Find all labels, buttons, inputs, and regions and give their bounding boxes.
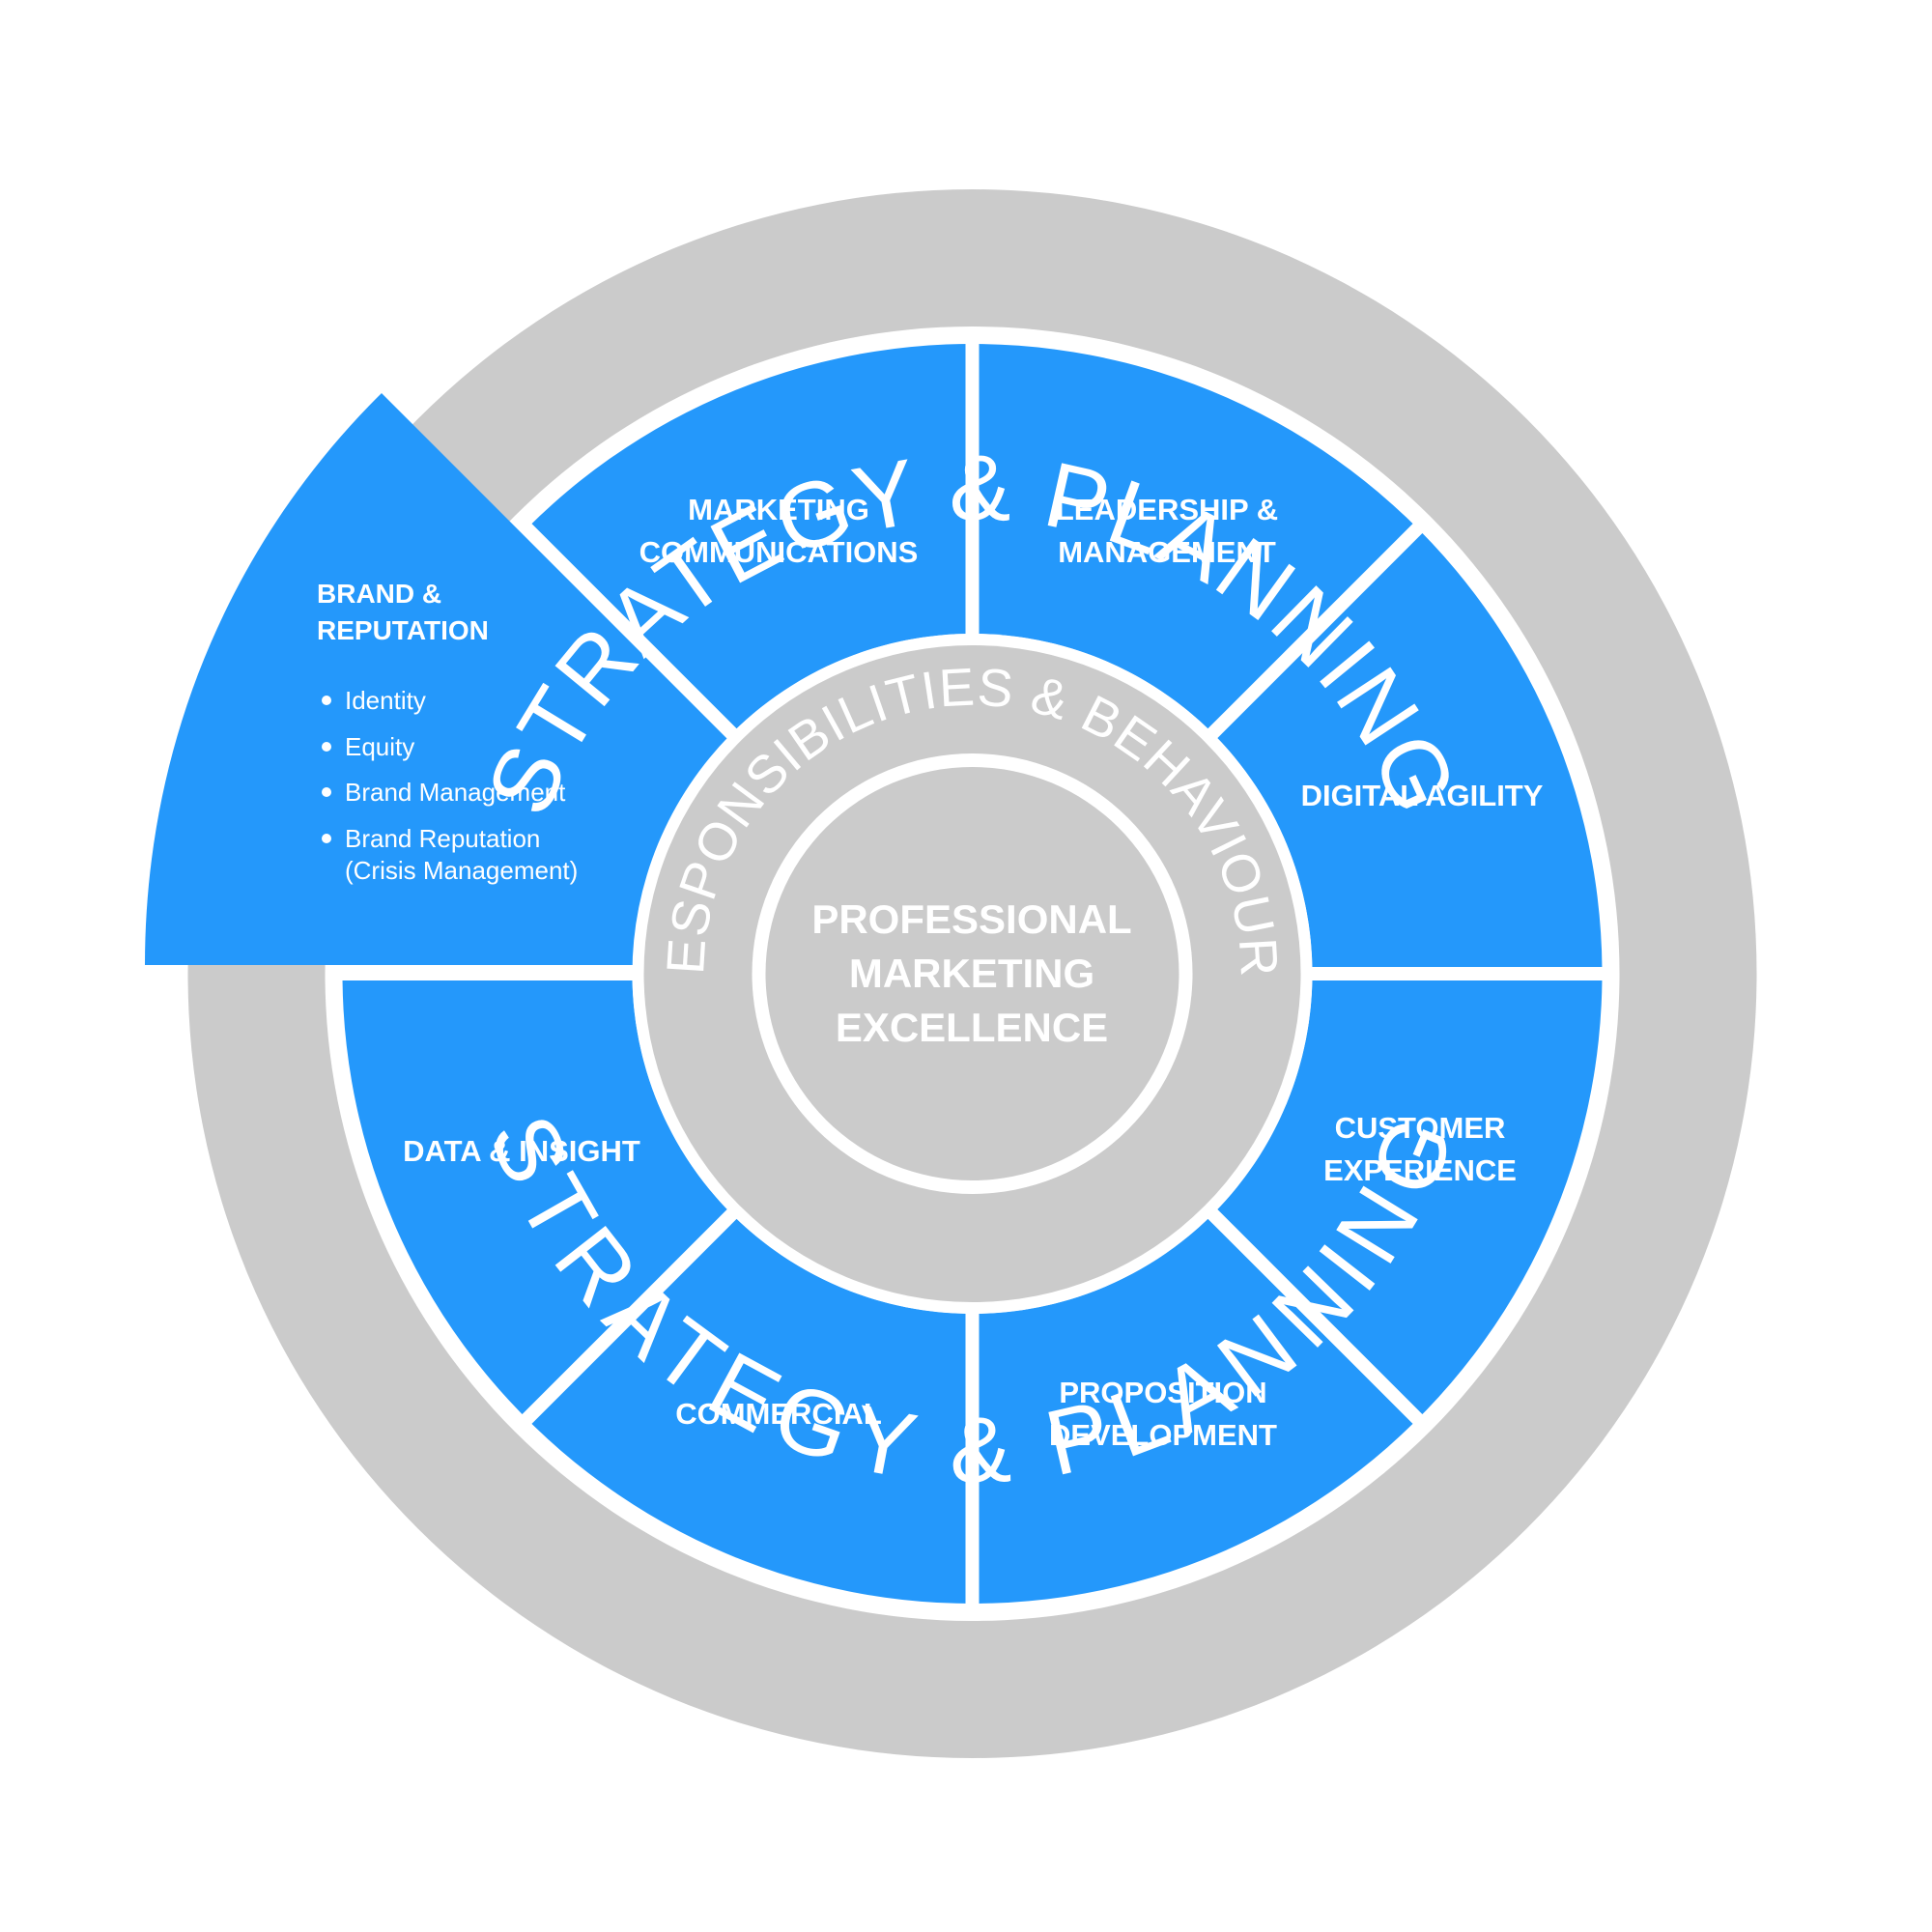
svg-text:EXPERIENCE: EXPERIENCE [1323,1153,1517,1187]
svg-text:DIGITAL AGILITY: DIGITAL AGILITY [1301,779,1544,812]
core-circle [765,767,1179,1180]
svg-text:CUSTOMER: CUSTOMER [1335,1111,1506,1145]
digital-agility-segment-label: DIGITAL AGILITY [1301,779,1544,812]
svg-text:MARKETING: MARKETING [688,493,869,526]
svg-text:DATA & INSIGHT: DATA & INSIGHT [403,1134,640,1168]
brand-item-identity: Identity [345,686,426,715]
brand-item-equity: Equity [345,732,414,761]
bullet-icon [322,787,331,797]
bullet-icon [322,834,331,843]
brand-reputation-content: BRAND & REPUTATION Identity Equity Brand… [317,579,578,885]
leadership-management-segment-label: LEADERSHIP & MANAGEMENT [1056,493,1278,569]
segment-separator [518,520,741,742]
core-label-line-2: MARKETING [849,951,1094,996]
data-insight-segment-label: DATA & INSIGHT [403,1134,640,1168]
brand-title-line-1: BRAND & [317,579,441,609]
core-label-line-1: PROFESSIONAL [811,896,1131,942]
svg-text:PROPOSITION: PROPOSITION [1059,1376,1266,1409]
segment-wheel [337,339,1607,1608]
bullet-icon [322,742,331,752]
brand-item-brand-management: Brand Management [345,778,566,807]
bullet-icon [322,696,331,705]
commercial-segment-label: COMMERCIAL [675,1397,882,1431]
proposition-development-segment-label: PROPOSITION DEVELOPMENT [1049,1376,1277,1452]
brand-reputation-segment[interactable] [145,393,727,965]
brand-title-line-2: REPUTATION [317,615,489,645]
svg-text:COMMUNICATIONS: COMMUNICATIONS [639,535,919,569]
segment-separator [1204,1206,1427,1428]
core-label-line-3: EXCELLENCE [836,1005,1108,1050]
svg-text:COMMERCIAL: COMMERCIAL [675,1397,882,1431]
segment-separator [1204,520,1427,742]
svg-text:LEADERSHIP &: LEADERSHIP & [1056,493,1278,526]
brand-item-brand-reputation: Brand Reputation [345,824,540,853]
marketing-communications-segment-label: MARKETING COMMUNICATIONS [639,493,919,569]
svg-text:DEVELOPMENT: DEVELOPMENT [1049,1418,1277,1452]
brand-item-crisis-management: (Crisis Management) [345,856,578,885]
customer-experience-segment-label: CUSTOMER EXPERIENCE [1323,1111,1517,1187]
segment-separator [518,1206,741,1428]
svg-text:MANAGEMENT: MANAGEMENT [1058,535,1276,569]
